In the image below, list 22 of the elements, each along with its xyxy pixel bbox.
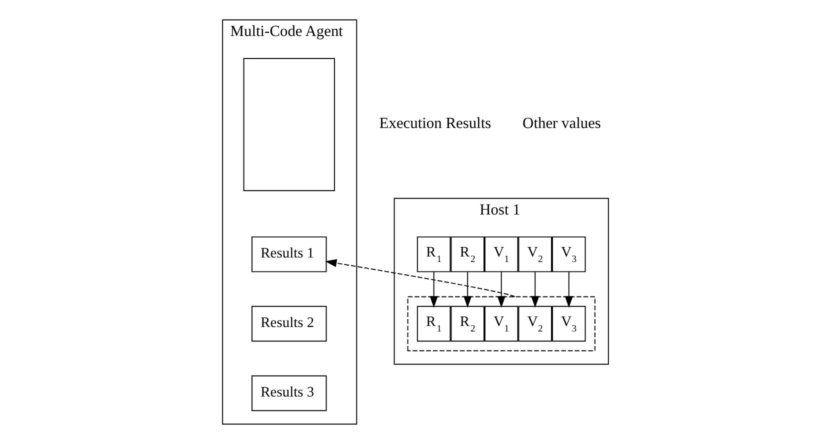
node-box: R$_{1}$	[416, 236, 451, 272]
node-box: R$_{2}$	[450, 236, 484, 272]
label: Other values	[522, 115, 601, 132]
arrow	[564, 271, 573, 308]
arrow	[531, 271, 540, 308]
node-box: R$_{2}$	[450, 306, 484, 342]
node-box: V$_{3}$	[552, 236, 586, 272]
node-box: V$_{1}$	[484, 306, 518, 342]
node-box: V$_{1}$	[484, 236, 518, 272]
arrow	[325, 259, 516, 298]
node-box	[243, 58, 335, 192]
arrow	[430, 271, 438, 308]
arrow	[497, 271, 506, 308]
node-box: Results 2	[252, 306, 327, 342]
node-box: Results 3	[252, 375, 327, 412]
label: Execution Results	[379, 115, 492, 132]
node-box: V$_{2}$	[518, 236, 552, 272]
arrow	[464, 271, 472, 308]
node-box: V$_{2}$	[518, 306, 552, 342]
node-box: V$_{3}$	[552, 306, 586, 342]
node-box: Results 1	[252, 236, 327, 272]
node-box: R$_{1}$	[416, 306, 451, 342]
